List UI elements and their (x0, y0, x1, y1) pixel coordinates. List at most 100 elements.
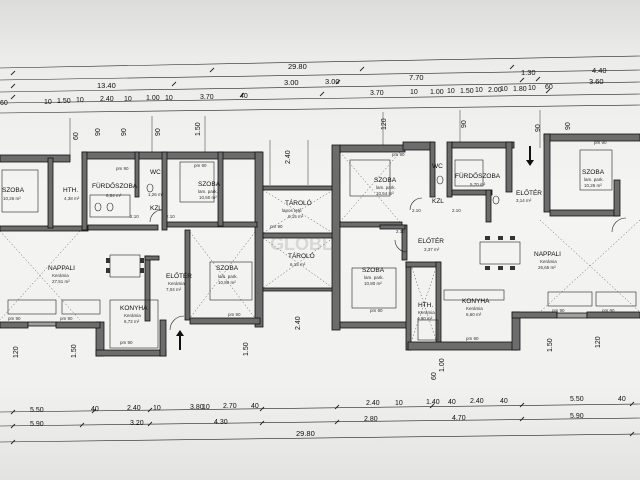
svg-text:6,15 m²: 6,15 m² (288, 214, 304, 219)
dim-top: 10 (410, 89, 418, 96)
svg-text:TÁROLÓ: TÁROLÓ (288, 251, 315, 260)
svg-text:pm 90: pm 90 (116, 166, 129, 171)
svg-text:lam. park.: lam. park. (584, 177, 604, 182)
top-dimension-labels: 29.80 13.40 7.70 1.30 4.40 3.00 3.00 3.6… (0, 62, 607, 107)
dim-top: 40 (240, 93, 248, 100)
dim-top: 1.30 (521, 68, 536, 77)
svg-text:6,60 m²: 6,60 m² (466, 312, 482, 317)
svg-text:6,72 m²: 6,72 m² (124, 319, 140, 324)
dim-top: 2.40 (100, 96, 114, 103)
svg-text:pm 90: pm 90 (120, 340, 133, 345)
dim-top: 4.40 (592, 66, 607, 75)
room-kzl-left: KZL (150, 205, 162, 212)
dim-top: 1.50 (57, 98, 71, 105)
dim-top: 10 (528, 85, 536, 92)
svg-text:pm 90: pm 90 (60, 316, 73, 321)
dim-bottom: 10 (153, 405, 161, 412)
dim-bottom: 40 (448, 399, 456, 406)
svg-text:Kerámia: Kerámia (466, 306, 483, 311)
svg-text:120: 120 (13, 346, 20, 358)
svg-text:Kerámia: Kerámia (418, 310, 435, 315)
svg-text:3,14 m²: 3,14 m² (516, 198, 532, 203)
dim-top: 10 (44, 99, 52, 106)
svg-text:90: 90 (121, 128, 128, 136)
svg-text:120: 120 (595, 336, 602, 348)
svg-text:SZOBA: SZOBA (582, 169, 605, 176)
dim-top: 10 (165, 95, 173, 102)
svg-text:1.50: 1.50 (71, 344, 78, 358)
svg-text:10,80 m²: 10,80 m² (364, 281, 382, 286)
svg-text:WC: WC (150, 169, 161, 176)
svg-text:WC: WC (432, 163, 443, 170)
svg-text:pm 90: pm 90 (8, 316, 21, 321)
dim-top: 60 (0, 100, 8, 107)
svg-text:FÜRDŐSZOBA: FÜRDŐSZOBA (92, 181, 138, 190)
dim-top: 3.00 (325, 77, 340, 86)
bottom-dimension-chains (0, 401, 640, 445)
svg-text:lam. park.: lam. park. (376, 185, 396, 190)
opening-annotations: pm 90 pm 90 pm 90 pm 90 pm 90 pm 90 pm 9… (8, 140, 615, 345)
dim-top: 7.70 (409, 73, 424, 82)
dim-top: 10 (500, 86, 508, 93)
dim-bottom: 40 (618, 396, 626, 403)
svg-text:Kerámia: Kerámia (168, 281, 185, 286)
svg-text:KONYHA: KONYHA (120, 305, 148, 312)
svg-text:SZOBA: SZOBA (198, 181, 221, 188)
svg-text:ELŐTÉR: ELŐTÉR (166, 271, 192, 280)
svg-text:pm 90: pm 90 (552, 308, 565, 313)
svg-text:ELŐTÉR: ELŐTÉR (418, 236, 444, 245)
svg-text:KZL: KZL (432, 198, 444, 205)
svg-text:4,38 m²: 4,38 m² (64, 196, 80, 201)
svg-text:Kerámia: Kerámia (124, 313, 141, 318)
svg-text:2.10: 2.10 (166, 214, 175, 219)
dim-bottom: 5.90 (30, 421, 44, 428)
dim-bottom: 10 (202, 404, 210, 411)
dim-top: 2.00 (488, 87, 502, 94)
svg-text:pm 90: pm 90 (466, 336, 479, 341)
dim-top: 10 (447, 88, 455, 95)
dim-total-bottom: 29.80 (296, 429, 315, 438)
svg-text:10,80 m²: 10,80 m² (218, 280, 236, 285)
dim-top: 1.00 (430, 89, 444, 96)
dim-top: 1.00 (146, 95, 160, 102)
svg-text:2.40: 2.40 (285, 150, 292, 164)
vertical-annotations: 60 90 90 90 1.50 2.40 120 90 90 90 120 1… (13, 118, 602, 380)
dim-top: 3.70 (370, 90, 384, 97)
svg-text:2.40: 2.40 (295, 316, 302, 330)
room-kzl-right: KZL (432, 198, 444, 205)
svg-text:26,65 m²: 26,65 m² (538, 265, 556, 270)
svg-text:SZOBA: SZOBA (374, 177, 397, 184)
dim-bottom: 5.50 (30, 407, 44, 414)
svg-text:NAPPALI: NAPPALI (48, 265, 75, 272)
dim-bottom: 40 (91, 406, 99, 413)
svg-text:1,26 m²: 1,26 m² (148, 192, 164, 197)
dim-top: 13.40 (97, 81, 116, 90)
room-hth-left: HTH.4,38 m² (63, 187, 80, 201)
svg-text:ELŐTÉR: ELŐTÉR (516, 188, 542, 197)
vertical-dims-top (69, 110, 541, 185)
svg-text:90: 90 (155, 128, 162, 136)
svg-text:KZL: KZL (150, 205, 162, 212)
dim-bottom: 2.40 (127, 405, 141, 412)
svg-text:pm 90: pm 90 (370, 308, 383, 313)
svg-text:SZOBA: SZOBA (2, 187, 25, 194)
dim-bottom: 10 (395, 400, 403, 407)
entrance-marker (176, 146, 534, 350)
svg-text:FÜRDŐSZOBA: FÜRDŐSZOBA (455, 171, 501, 180)
svg-text:60: 60 (431, 372, 438, 380)
dim-top: 10 (124, 96, 132, 103)
